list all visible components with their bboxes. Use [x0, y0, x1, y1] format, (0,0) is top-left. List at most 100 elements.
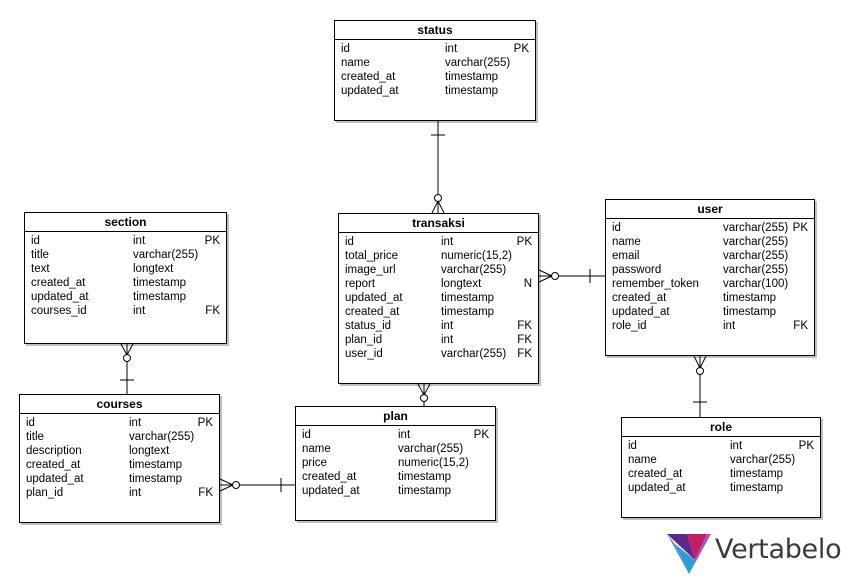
rel-role-user-crow-l	[693, 355, 701, 369]
column-name: email	[612, 250, 640, 262]
column-type: varchar(255)	[723, 222, 789, 234]
rel-status-transaksi-crow-r	[437, 200, 445, 214]
column-name: id	[31, 235, 40, 247]
table-row[interactable]: price numeric(15,2)	[296, 456, 495, 470]
rel-user-transaksi-crow-t	[538, 269, 553, 277]
column-name: description	[26, 445, 82, 457]
column-name: courses_id	[31, 305, 87, 317]
column-name: status_id	[345, 320, 392, 332]
column-type: int	[133, 305, 146, 317]
column-name: remember_token	[612, 278, 699, 290]
table-transaksi-title: transaksi	[339, 214, 538, 233]
rel-plan-courses-zero	[232, 481, 240, 489]
column-name: title	[31, 249, 49, 261]
column-key: FK	[198, 487, 213, 499]
table-status-title: status	[335, 21, 535, 40]
column-name: created_at	[26, 459, 81, 471]
table-row[interactable]: created_at timestamp	[20, 458, 219, 472]
column-name: user_id	[345, 348, 383, 360]
column-name: updated_at	[26, 473, 84, 485]
column-type: longtext	[129, 445, 170, 457]
column-name: created_at	[302, 471, 357, 483]
column-type: varchar(255)	[133, 249, 199, 261]
column-key: FK	[793, 320, 808, 332]
table-row[interactable]: courses_id int FK	[25, 304, 226, 318]
table-section-title: section	[25, 213, 226, 232]
column-name: created_at	[31, 277, 86, 289]
column-type: varchar(255)	[723, 250, 789, 262]
column-type: timestamp	[133, 291, 187, 303]
column-type: varchar(255)	[445, 57, 511, 69]
column-type: numeric(15,2)	[398, 457, 469, 469]
table-row[interactable]: name varchar(255)	[335, 56, 535, 70]
column-name: image_url	[345, 264, 396, 276]
column-key: FK	[205, 305, 220, 317]
column-type: varchar(255)	[723, 236, 789, 248]
table-row[interactable]: password varchar(255)	[606, 263, 814, 277]
column-type: int	[129, 417, 142, 429]
column-name: plan_id	[345, 334, 383, 346]
table-row[interactable]: description longtext	[20, 444, 219, 458]
column-type: timestamp	[441, 306, 495, 318]
table-row[interactable]: email varchar(255)	[606, 249, 814, 263]
column-type: timestamp	[730, 482, 784, 494]
column-name: name	[341, 57, 370, 69]
column-type: int	[133, 235, 146, 247]
column-type: timestamp	[723, 292, 777, 304]
column-type: varchar(255)	[723, 264, 789, 276]
column-name: text	[31, 263, 50, 275]
column-name: name	[628, 454, 657, 466]
rel-courses-section-crow-l	[120, 343, 128, 356]
column-name: updated_at	[302, 485, 360, 497]
column-name: price	[302, 457, 327, 469]
table-row[interactable]: title varchar(255)	[25, 248, 226, 262]
column-type: timestamp	[129, 459, 183, 471]
column-name: password	[612, 264, 662, 276]
vertabelo-logo-icon	[667, 534, 711, 574]
rel-status-transaksi-zero	[434, 194, 442, 202]
